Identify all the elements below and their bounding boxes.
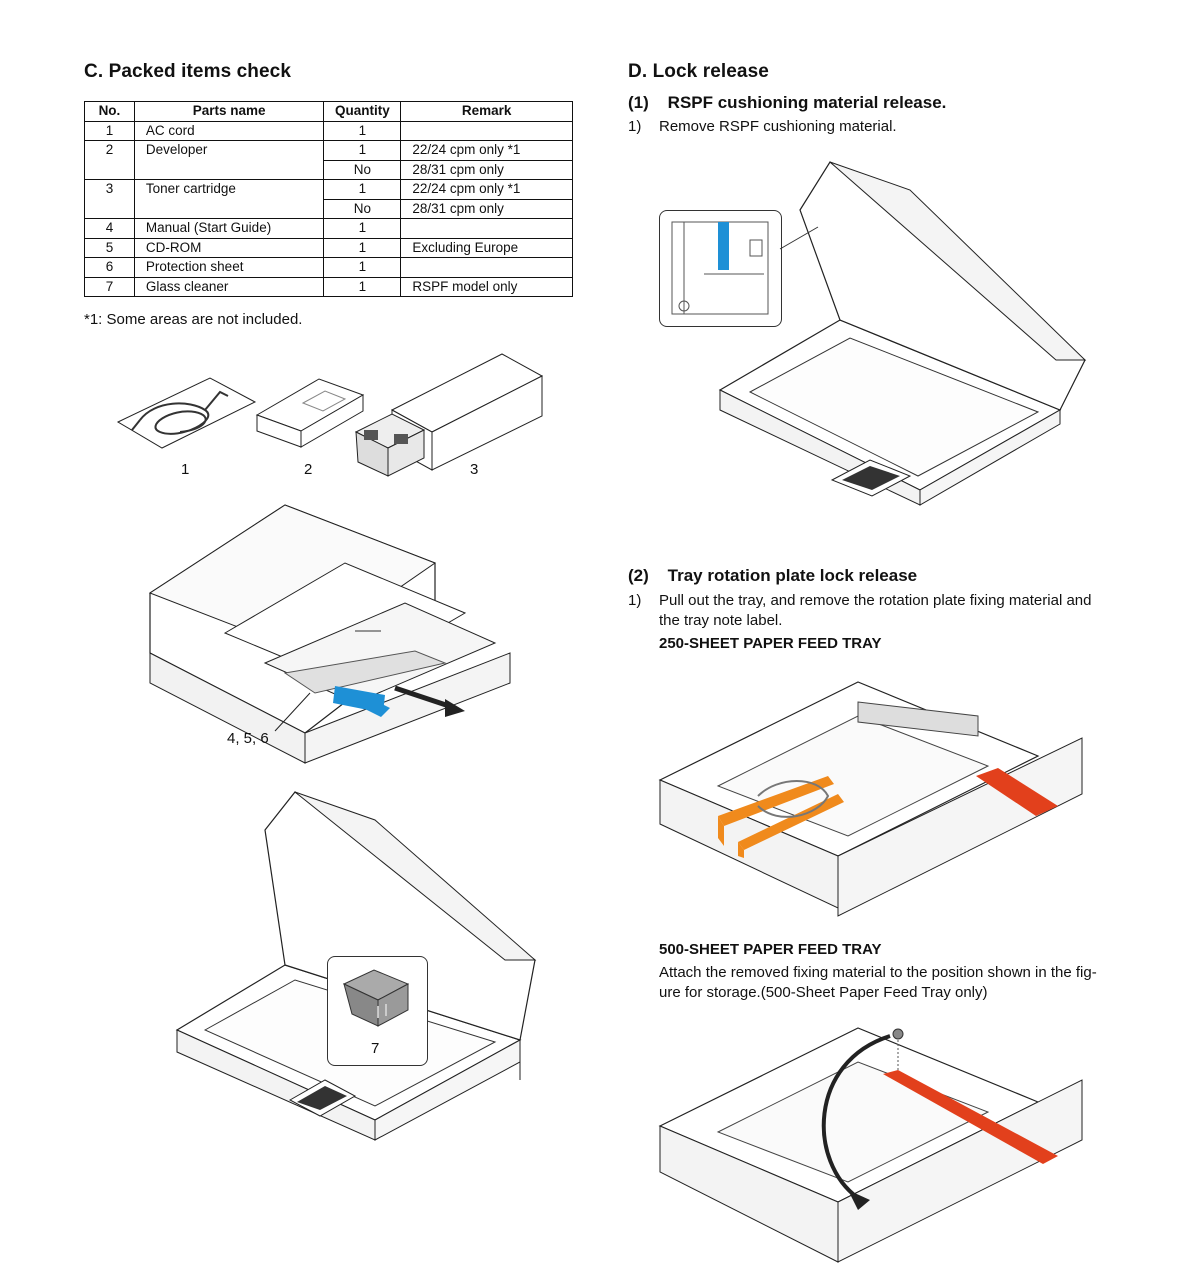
cell-name: Manual (Start Guide) xyxy=(133,218,325,239)
callout-leader-line xyxy=(779,226,819,250)
header-quantity: Quantity xyxy=(323,101,402,122)
tray500-title: 500-SHEET PAPER FEED TRAY xyxy=(659,941,882,958)
glass-cleaner-icon xyxy=(342,969,410,1027)
step2-instruction-line2: the tray note label. xyxy=(659,612,783,629)
cell-name: Protection sheet xyxy=(133,257,325,278)
cell-qty: No xyxy=(323,198,402,219)
section-d-title: D. Lock release xyxy=(628,61,769,82)
cell-qty: No xyxy=(323,159,402,180)
header-no: No. xyxy=(84,101,135,122)
header-parts-name: Parts name xyxy=(133,101,325,122)
cell-no: 4 xyxy=(84,218,135,239)
table-row: 3 Toner cartridge 1 22/24 cpm only *1 xyxy=(84,179,573,219)
cell-no: 5 xyxy=(84,237,135,258)
box-icon xyxy=(255,378,365,448)
table-row: 4 Manual (Start Guide) 1 xyxy=(84,218,573,239)
step2-instruction-line1: Pull out the tray, and remove the rotati… xyxy=(659,592,1092,609)
cell-remark: 22/24 cpm only *1 xyxy=(400,140,573,161)
table-row: 6 Protection sheet 1 xyxy=(84,257,573,278)
cell-name: Developer xyxy=(133,140,325,180)
table-header-row: No. Parts name Quantity Remark xyxy=(84,101,573,122)
cell-no: 6 xyxy=(84,257,135,278)
table-row: 7 Glass cleaner 1 RSPF model only xyxy=(84,276,573,297)
step1-heading: (1) RSPF cushioning material release. xyxy=(628,93,947,112)
cell-qty: 1 xyxy=(323,179,402,200)
cell-qty: 1 xyxy=(323,276,402,297)
cell-qty: 1 xyxy=(323,257,402,278)
cell-name: CD-ROM xyxy=(133,237,325,258)
cell-name: Toner cartridge xyxy=(133,179,325,219)
cell-remark: 28/31 cpm only xyxy=(400,198,573,219)
tray500-note-line2: ure for storage.(500-Sheet Paper Feed Tr… xyxy=(659,984,988,1001)
cell-no: 7 xyxy=(84,276,135,297)
label-item-7: 7 xyxy=(371,1040,380,1057)
cell-qty: 1 xyxy=(323,237,402,258)
step2-heading: (2) Tray rotation plate lock release xyxy=(628,566,918,585)
cell-remark: 22/24 cpm only *1 xyxy=(400,179,573,200)
cell-name: Glass cleaner xyxy=(133,276,325,297)
cell-qty: 1 xyxy=(323,218,402,239)
cell-remark xyxy=(400,257,573,278)
paper-tray-icon xyxy=(658,681,1083,917)
cell-name: AC cord xyxy=(133,120,325,141)
footnote: *1: Some areas are not included. xyxy=(84,311,303,328)
toner-cartridge-icon xyxy=(354,353,544,477)
cell-no: 2 xyxy=(84,140,135,180)
rspf-detail-icon xyxy=(671,221,769,315)
paper-tray-500-icon xyxy=(658,1027,1083,1263)
step1-instruction: Remove RSPF cushioning material. xyxy=(659,118,897,135)
tray500-note-line1: Attach the removed fixing material to th… xyxy=(659,964,1097,981)
section-c-title: C. Packed items check xyxy=(84,61,291,82)
cell-remark xyxy=(400,218,573,239)
cell-qty: 1 xyxy=(323,120,402,141)
label-items-4-5-6: 4, 5, 6 xyxy=(227,730,269,747)
cell-remark: 28/31 cpm only xyxy=(400,159,573,180)
step2-number: 1) xyxy=(628,592,642,609)
label-item-2: 2 xyxy=(304,461,313,478)
cell-remark: Excluding Europe xyxy=(400,237,573,258)
rspf-printer-icon xyxy=(718,161,1087,506)
table-row: 5 CD-ROM 1 Excluding Europe xyxy=(84,237,573,258)
cell-remark: RSPF model only xyxy=(400,276,573,297)
printer-icon xyxy=(148,504,511,764)
step1-number: 1) xyxy=(628,118,642,135)
label-item-1: 1 xyxy=(181,461,190,478)
packed-items-table: No. Parts name Quantity Remark 1 AC cord… xyxy=(84,101,573,297)
table-row: 1 AC cord 1 xyxy=(84,120,573,141)
cell-no: 1 xyxy=(84,120,135,141)
cell-remark xyxy=(400,120,573,141)
table-row: 2 Developer 1 22/24 cpm only *1 xyxy=(84,140,573,180)
cell-qty: 1 xyxy=(323,140,402,161)
label-item-3: 3 xyxy=(470,461,479,478)
ac-cord-icon xyxy=(116,377,257,449)
cell-no: 3 xyxy=(84,179,135,219)
header-remark: Remark xyxy=(400,101,573,122)
tray250-title: 250-SHEET PAPER FEED TRAY xyxy=(659,635,882,652)
